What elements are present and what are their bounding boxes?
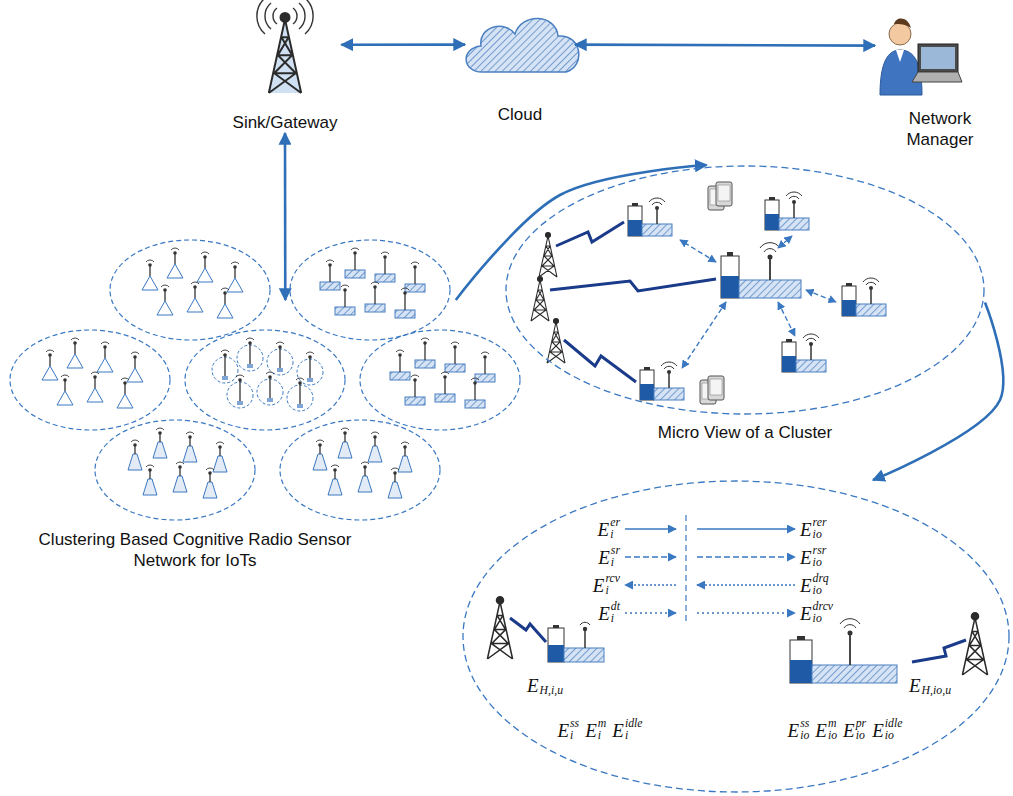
- energy-term: EH,io,u: [909, 673, 951, 698]
- icon-node: Network Manager: [875, 5, 1005, 150]
- energy-term: Edrqio: [800, 573, 829, 598]
- node-label: Micro View of a Cluster: [505, 423, 985, 443]
- icon-node: Cloud: [465, 5, 575, 125]
- node-label: Network Manager: [895, 109, 985, 150]
- energy-term: Ercvi: [593, 573, 620, 598]
- node-label: Clustering Based Cognitive Radio Sensor …: [15, 530, 375, 571]
- connector-arrow: [284, 133, 287, 300]
- cluster-ellipse: Eeri ErerioEsri ErsrioErcvi EdrqioEdti Edrcv…: [462, 480, 1010, 793]
- energy-term: EH,i,u: [527, 673, 563, 698]
- energy-term: Edrcvio: [800, 601, 833, 626]
- dashed-ellipse: [505, 165, 985, 415]
- cluster-ellipse: Micro View of a Cluster: [505, 165, 985, 415]
- energy-term: Eeri: [598, 517, 620, 542]
- energy-term: EssioEmioEprioEidleio: [788, 718, 903, 743]
- connector-arrow: [873, 303, 1003, 481]
- connector-arrow: [341, 43, 465, 46]
- dashed-ellipse: [462, 480, 1010, 793]
- energy-term: Ererio: [800, 517, 827, 542]
- connector-arrow: [456, 165, 707, 300]
- energy-term: Edti: [598, 601, 620, 626]
- node-label: Sink/Gateway: [233, 113, 338, 133]
- cluster-group: Clustering Based Cognitive Radio Sensor …: [5, 300, 495, 575]
- connector-arrow: [575, 45, 875, 46]
- energy-term: Ersrio: [800, 545, 826, 570]
- icon-node: Sink/Gateway: [229, 5, 342, 133]
- energy-term: Esri: [598, 545, 620, 570]
- energy-term: EssiEmiEidlei: [557, 718, 642, 743]
- node-label: Cloud: [498, 105, 542, 125]
